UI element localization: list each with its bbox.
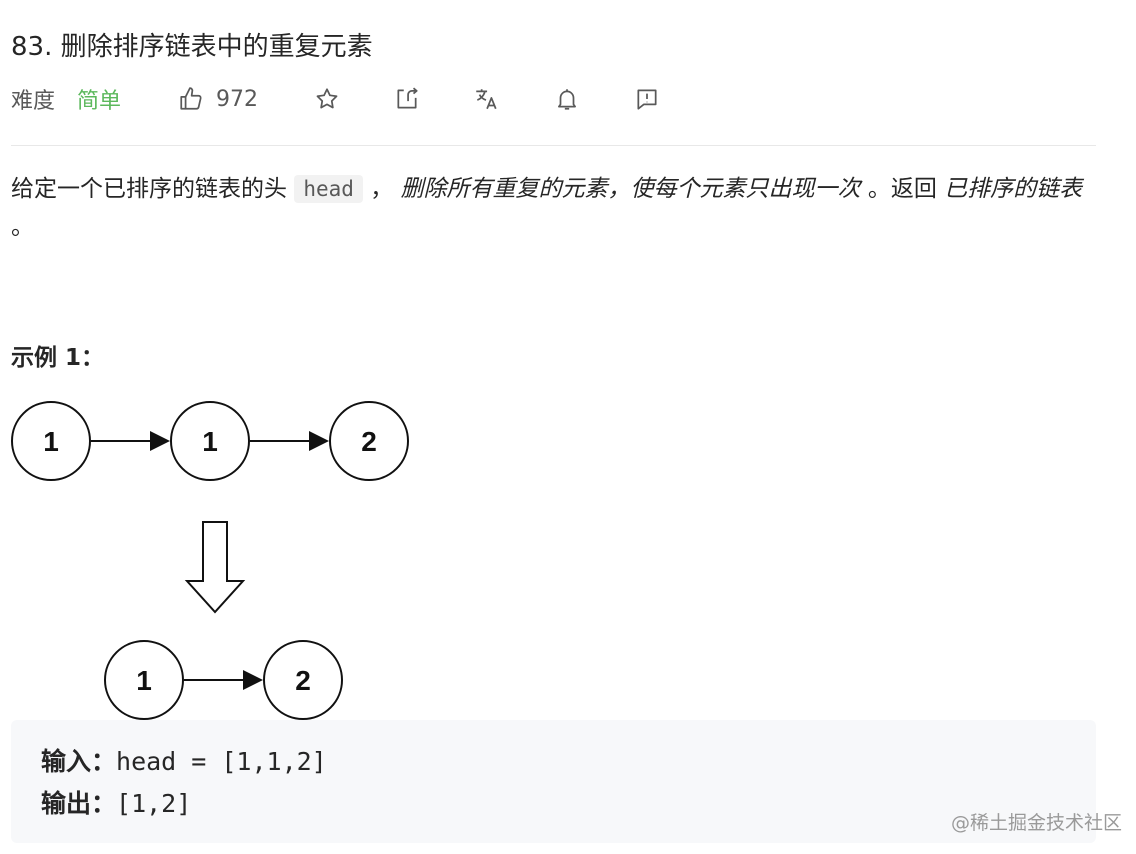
like-button[interactable]: 972 (176, 80, 258, 118)
difficulty-label: 难度 (11, 89, 56, 114)
inline-code-head: head (294, 175, 363, 203)
problem-title: 83. 删除排序链表中的重复元素 (11, 32, 373, 62)
bell-icon[interactable] (552, 84, 582, 114)
example-diagram: 1 1 2 1 2 (11, 398, 421, 727)
output-node-circle (104, 640, 184, 720)
input-node-circle (11, 401, 91, 481)
description-text: 给定一个已排序的链表的头 (11, 176, 295, 202)
header-divider (11, 145, 1096, 146)
problem-description: 给定一个已排序的链表的头 head ， 删除所有重复的元素，使每个元素只出现一次… (11, 170, 1096, 246)
output-node-value: 1 (136, 665, 152, 696)
input-node-circle (170, 401, 250, 481)
output-list: 1 2 (104, 640, 343, 720)
translate-button[interactable] (471, 80, 501, 118)
difficulty: 难度 简单 (11, 80, 121, 118)
input-label: 输入： (41, 747, 117, 776)
output-node-circle (263, 640, 343, 720)
feedback-icon[interactable] (632, 84, 662, 114)
subscribe-button[interactable] (552, 80, 582, 118)
input-node-value: 1 (202, 426, 218, 457)
example-output-line: 输出：[1,2] (41, 784, 191, 820)
share-icon[interactable] (392, 84, 422, 114)
star-icon[interactable] (312, 84, 342, 114)
favorite-button[interactable] (312, 80, 342, 118)
input-list: 1 1 2 (11, 401, 409, 481)
problem-page: 83. 删除排序链表中的重复元素 难度 简单 972 (11, 0, 1096, 854)
output-value: [1,2] (116, 789, 192, 818)
example-title: 示例 1： (11, 345, 105, 371)
description-emphasis: 删除所有重复的元素，使每个元素只出现一次 (400, 176, 861, 202)
output-label: 输出： (41, 789, 117, 818)
input-value: head = [1,1,2] (116, 747, 327, 776)
input-node-value: 1 (43, 426, 59, 457)
description-text: ， (362, 176, 401, 202)
difficulty-value: 简单 (77, 89, 122, 114)
share-button[interactable] (392, 80, 422, 118)
like-count: 972 (216, 86, 258, 112)
watermark: @稀土掘金技术社区 (951, 812, 1123, 834)
description-emphasis: 已排序的链表 (944, 176, 1083, 202)
description-text: 。 (11, 214, 34, 240)
example-io-block: 输入：head = [1,1,2] 输出：[1,2] (11, 720, 1096, 843)
feedback-button[interactable] (632, 80, 662, 118)
output-node-value: 2 (295, 665, 311, 696)
problem-meta-bar: 难度 简单 972 (11, 80, 1096, 118)
translate-icon[interactable] (471, 84, 501, 114)
thumbs-up-icon[interactable] (176, 84, 206, 114)
transform-arrow-icon (184, 521, 246, 614)
input-node-circle (329, 401, 409, 481)
description-text: 。返回 (860, 176, 945, 202)
example-input-line: 输入：head = [1,1,2] (41, 742, 327, 778)
input-node-value: 2 (361, 426, 377, 457)
